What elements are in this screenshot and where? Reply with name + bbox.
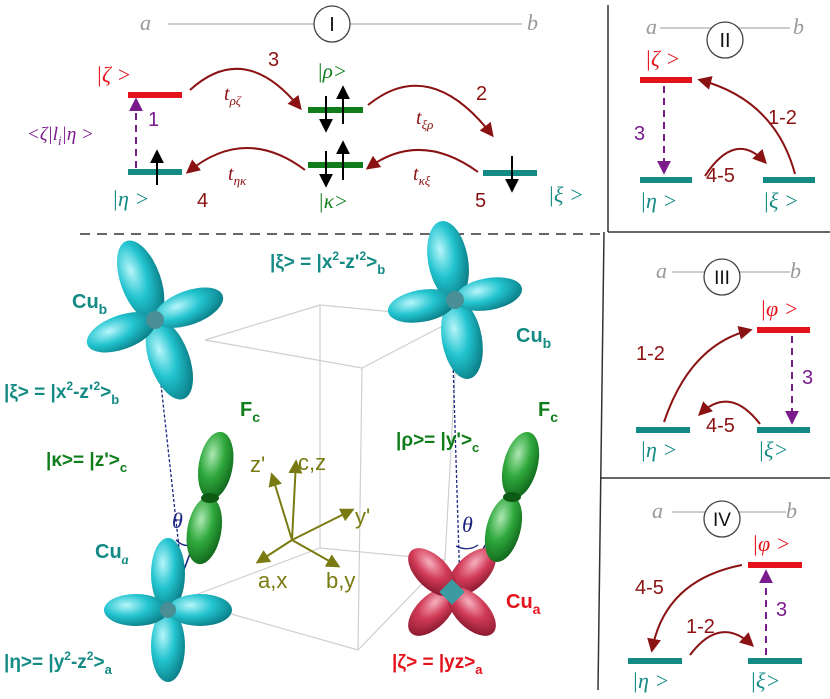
panel3-arrow-step12 [663,325,753,423]
label-xi-top: |ξ> = |x2-z'2>b [270,249,385,277]
panel4-arrow-step45 [647,564,743,653]
panel3-label: III [714,268,730,289]
hopping-t-kappa-xi: tκξ [413,163,431,188]
panel1-site-b: b [527,10,538,35]
panel2-label-zeta: |ζ > [645,46,680,71]
panel2-step3: 3 [634,123,645,145]
panel2-site-b: b [793,14,804,39]
label-kappa: |κ> [318,189,348,213]
panel1-label-circle [313,5,351,43]
panel1-label: I [329,14,335,36]
label-f-right: Fc [538,399,558,425]
label-cu-a-right: Cua [506,591,541,617]
arrow-step2 [367,84,494,138]
label-rho: |ρ> [317,59,347,83]
axis-z-prime: z' [250,452,265,477]
panel-3: a b III |φ > |η > |ξ> 3 1-2 4-5 [636,258,813,462]
step2-label: 2 [476,83,487,105]
panel2-label: II [719,30,730,52]
panel2-arrow-step45 [704,147,767,177]
panel3-label-circle [703,258,741,296]
theta-right: θ [462,512,473,537]
panel3-site-b: b [790,258,801,283]
panel3-site-a: a [656,258,667,283]
panel4-label-eta: |η > [632,668,669,693]
spin-arrows [150,85,519,193]
panel4-label-phi: |φ > [752,531,791,556]
panel3-label-phi: |φ > [760,296,799,321]
panel3-step45: 4-5 [706,415,735,437]
panel-4: a b IV |φ > |η > |ξ> 3 4-5 1-2 [628,498,802,693]
panel3-label-xi: |ξ> [758,437,788,462]
label-zeta-lattice: |ζ> = |yz>a [392,652,483,677]
panel2-arrow-step12 [697,76,796,175]
panel3-step12: 1-2 [636,343,665,365]
step3-label: 3 [268,49,279,71]
panel3-label-eta: |η > [640,437,677,462]
f-c-left-orbital [186,431,234,565]
label-eta-lattice: |η>= |y2-z2>a [4,649,113,677]
label-xi: |ξ > [548,182,584,207]
panel4-label: IV [713,510,731,531]
axis-c-z: c,z [298,450,326,475]
panel4-label-xi: |ξ> [750,668,780,693]
hopping-t-xi-rho: tξρ [416,107,433,132]
hopping-t-eta-kappa: tηκ [228,163,247,188]
theta-left: θ [172,508,183,533]
matrix-element: <ζ|li|η > [27,124,94,148]
label-zeta: |ζ > [96,62,131,87]
label-eta: |η > [112,186,149,211]
panel-1: a b I |ζ > |η > |ρ> |κ> |ξ > <ζ|li|η > 1 [27,5,584,213]
panel4-step45: 4-5 [635,577,664,599]
step5-label: 5 [475,190,486,212]
panel2-step45: 4-5 [706,165,735,187]
panel-2: a b II |ζ > |η > |ξ > 3 1-2 4-5 [634,14,815,213]
panel2-label-xi: |ξ > [763,188,799,213]
label-cu-a-left: Cua [95,541,129,568]
cu-a-right-orbital [408,548,496,636]
axis-y-prime: y' [355,504,370,529]
label-cu-b-left: Cub [72,291,107,317]
panel2-label-eta: |η > [640,188,677,213]
lattice-figure: z' c,z y' a,x b,y Cub Cub Cua Cua Fc Fc … [4,221,558,682]
panel3-arrow-step45 [697,400,761,425]
arrow-step3 [189,67,302,111]
panel4-label-circle [703,500,741,538]
panel3-step3: 3 [802,367,813,389]
theta-arc-right [455,544,479,550]
cu-b-left-orbital [86,240,224,400]
panel4-site-a: a [652,498,663,523]
panel4-step3: 3 [776,599,787,621]
step1-label: 1 [148,109,159,131]
axis-b-y: b,y [326,568,355,593]
panel1-site-a: a [140,10,151,35]
panel2-label-circle [706,21,744,59]
cu-a-left-orbital [104,538,232,682]
panel-dividers [597,5,830,691]
panel2-site-a: a [646,14,657,39]
panel2-step12: 1-2 [768,107,797,129]
label-xi-left: |ξ> = |x2-z'2>b [4,379,119,407]
panel4-arrow-step12 [689,631,755,656]
step4-label: 4 [197,190,208,212]
arrow-step5 [365,149,479,173]
panel4-site-b: b [786,498,797,523]
arrow-step4 [185,147,306,174]
f-c-right-orbital [484,431,540,563]
coordinate-axes [255,459,355,568]
hopping-t-rho-zeta: tρζ [224,83,242,108]
axis-a-x: a,x [258,568,287,593]
panel4-step12: 1-2 [686,616,715,638]
label-cu-b-right: Cub [516,325,551,351]
label-kappa-lattice: |κ>= |z'>c [46,450,127,475]
cu-b-right-orbital [387,221,523,379]
label-f-left: Fc [240,399,260,425]
label-rho-lattice: |ρ>= |y'>c [396,430,479,455]
